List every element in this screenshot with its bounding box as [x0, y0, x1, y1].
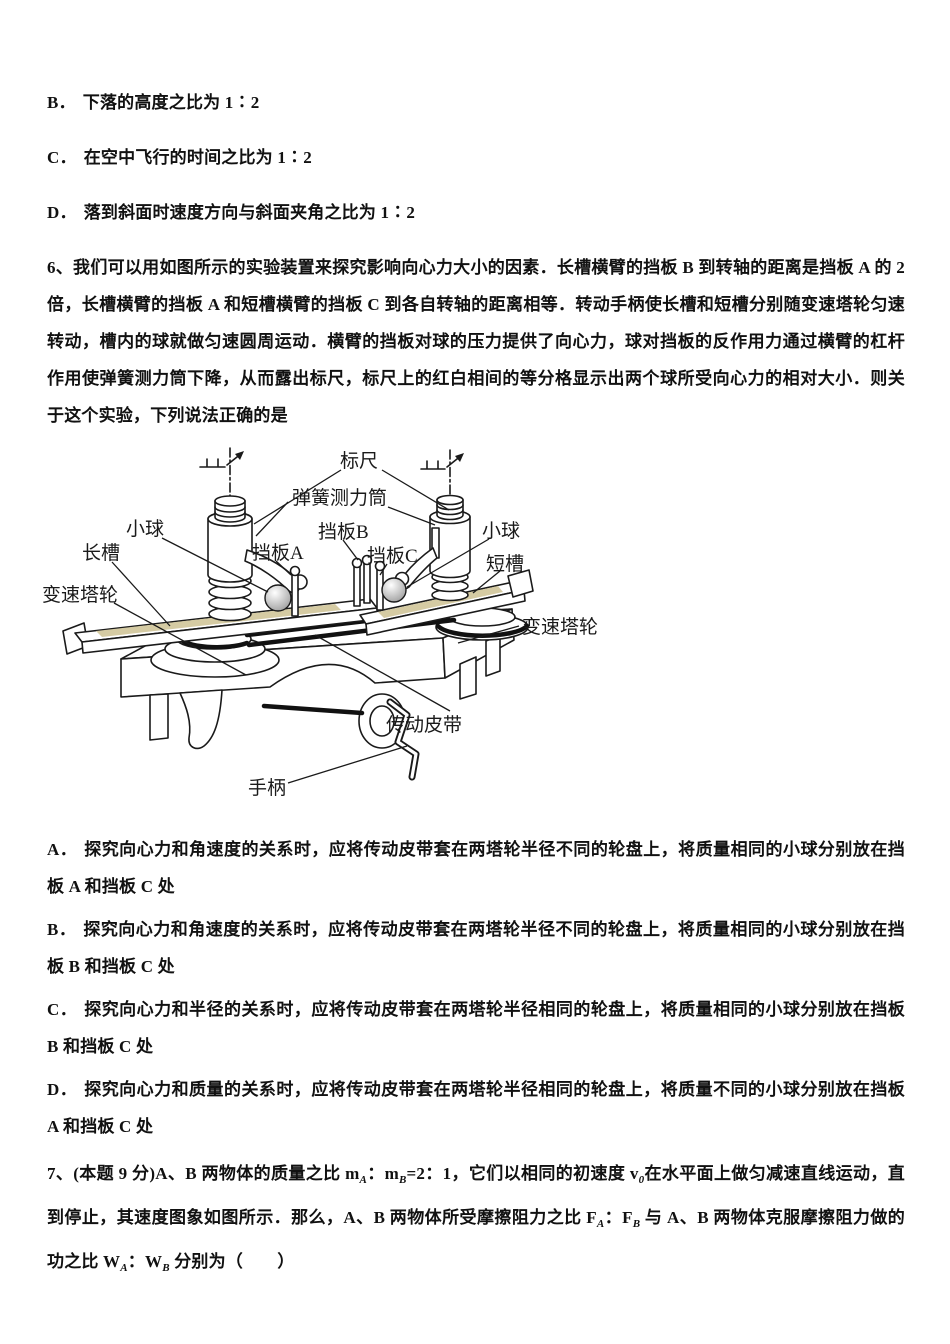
base-leg	[149, 693, 169, 741]
rotation-axis-left	[199, 447, 244, 501]
option-text: 下落的高度之比为 1∶2	[82, 93, 260, 112]
option-text: 探究向心力和半径的关系时，应将传动皮带套在两塔轮半径相同的轮盘上，将质量相同的小…	[47, 1000, 905, 1056]
label-tower-wheel-right: 变速塔轮	[522, 616, 598, 638]
spring-force-tube-right	[429, 494, 471, 579]
label-spring-tube: 弹簧测力筒	[292, 487, 387, 509]
label-handle: 手柄	[248, 777, 286, 799]
drive-pulley	[261, 693, 406, 749]
label-baffle-a: 挡板A	[252, 542, 304, 564]
q7-text: ：m	[367, 1164, 399, 1183]
rotation-axis-right	[420, 449, 464, 497]
prev-option-b: B． 下落的高度之比为 1∶2	[47, 84, 905, 121]
base-leg	[179, 689, 223, 750]
option-text: 落到斜面时速度方向与斜面夹角之比为 1∶2	[83, 203, 416, 222]
ball-left	[264, 584, 292, 612]
spring-force-tube-left	[207, 495, 253, 583]
q7-subscript: A	[596, 1218, 605, 1230]
ball-right	[381, 577, 407, 603]
q6-option-c: C．探究向心力和半径的关系时，应将传动皮带套在两塔轮半径相同的轮盘上，将质量相同…	[47, 991, 905, 1065]
option-label: B．	[47, 920, 77, 939]
rotation-arrow-left	[235, 451, 244, 460]
q7-subscript: B	[632, 1218, 641, 1230]
label-tower-wheel-left: 变速塔轮	[42, 584, 118, 606]
baffle-a	[289, 565, 301, 617]
q6-option-a: A．探究向心力和角速度的关系时，应将传动皮带套在两塔轮半径不同的轮盘上，将质量相…	[47, 831, 905, 905]
option-label: C．	[47, 1000, 78, 1019]
label-ball-right: 小球	[482, 520, 520, 542]
label-ball-left: 小球	[126, 518, 164, 540]
option-label: D．	[47, 1080, 78, 1099]
option-text: 在空中飞行的时间之比为 1∶2	[83, 148, 312, 167]
q7-text: ：F	[604, 1208, 633, 1227]
q6-figure: 标尺 弹簧测力筒 小球 长槽 变速塔轮 挡板A 挡板B 挡板C 小球 短槽 变速…	[30, 440, 905, 817]
q7-text: 与 A、B 两物体克服摩擦阻力做的功之比 W	[47, 1208, 905, 1271]
q7-subscript: A	[359, 1174, 368, 1186]
label-long-slot: 长槽	[82, 542, 120, 564]
short-slot-arm	[359, 569, 534, 636]
option-text: 探究向心力和角速度的关系时，应将传动皮带套在两塔轮半径不同的轮盘上，将质量相同的…	[47, 920, 905, 976]
q7-subscript: 0	[638, 1174, 645, 1186]
q7-text: ：W	[127, 1252, 163, 1271]
base-leg	[485, 634, 501, 677]
q7-text: 分别为（ ）	[169, 1252, 295, 1271]
spring-right	[431, 570, 469, 602]
slot-strip	[96, 604, 341, 637]
label-belt: 传动皮带	[386, 714, 462, 736]
q7-subscript: A	[120, 1262, 128, 1274]
baffle-b	[351, 554, 373, 607]
option-label: B．	[47, 93, 76, 112]
q6-option-d: D．探究向心力和质量的关系时，应将传动皮带套在两塔轮半径相同的轮盘上，将质量不同…	[47, 1071, 905, 1145]
q6-stem: 6、我们可以用如图所示的实验装置来探究影响向心力大小的因素．长槽横臂的挡板 B …	[47, 258, 905, 425]
option-label: C．	[47, 148, 77, 167]
option-text: 探究向心力和质量的关系时，应将传动皮带套在两塔轮半径相同的轮盘上，将质量不同的小…	[47, 1080, 905, 1136]
q7-text: 在水平面上做匀减速直线运动，直到停止，其速度图象如图所示．那么，A、B 两物体所…	[47, 1164, 906, 1227]
q7-stem: 7、(本题 9 分)A、B 两物体的质量之比 mA：mB=2：1，它们以相同的初…	[47, 1155, 905, 1287]
prev-option-d: D． 落到斜面时速度方向与斜面夹角之比为 1∶2	[47, 194, 905, 231]
tower-wheel-right	[435, 607, 530, 641]
label-baffle-b: 挡板B	[318, 521, 369, 543]
q7-text: 7、(本题 9 分)A、B 两物体的质量之比 m	[47, 1164, 360, 1183]
q6-option-b: B．探究向心力和角速度的关系时，应将传动皮带套在两塔轮半径不同的轮盘上，将质量相…	[47, 911, 905, 985]
label-short-slot: 短槽	[486, 553, 524, 575]
q7-text: =2：1，它们以相同的初速度 v	[406, 1164, 639, 1183]
centripetal-apparatus-diagram: 标尺 弹簧测力筒 小球 长槽 变速塔轮 挡板A 挡板B 挡板C 小球 短槽 变速…	[42, 447, 598, 799]
option-text: 探究向心力和角速度的关系时，应将传动皮带套在两塔轮半径不同的轮盘上，将质量相同的…	[47, 840, 905, 896]
label-baffle-c: 挡板C	[367, 545, 418, 567]
page-content: B． 下落的高度之比为 1∶2 C． 在空中飞行的时间之比为 1∶2 D． 落到斜面时…	[30, 84, 905, 1287]
leader-lines	[111, 469, 520, 784]
q7-subscript: B	[162, 1262, 170, 1274]
crank-handle	[386, 698, 420, 781]
base-leg	[459, 656, 477, 700]
q7-subscript: B	[398, 1174, 407, 1186]
option-label: D．	[47, 203, 77, 222]
label-ruler: 标尺	[340, 450, 378, 472]
option-label: A．	[47, 840, 78, 859]
spring-left	[208, 573, 252, 622]
prev-option-c: C． 在空中飞行的时间之比为 1∶2	[47, 139, 905, 176]
slot-strip	[378, 586, 503, 618]
rotation-arrow-right	[455, 453, 464, 462]
